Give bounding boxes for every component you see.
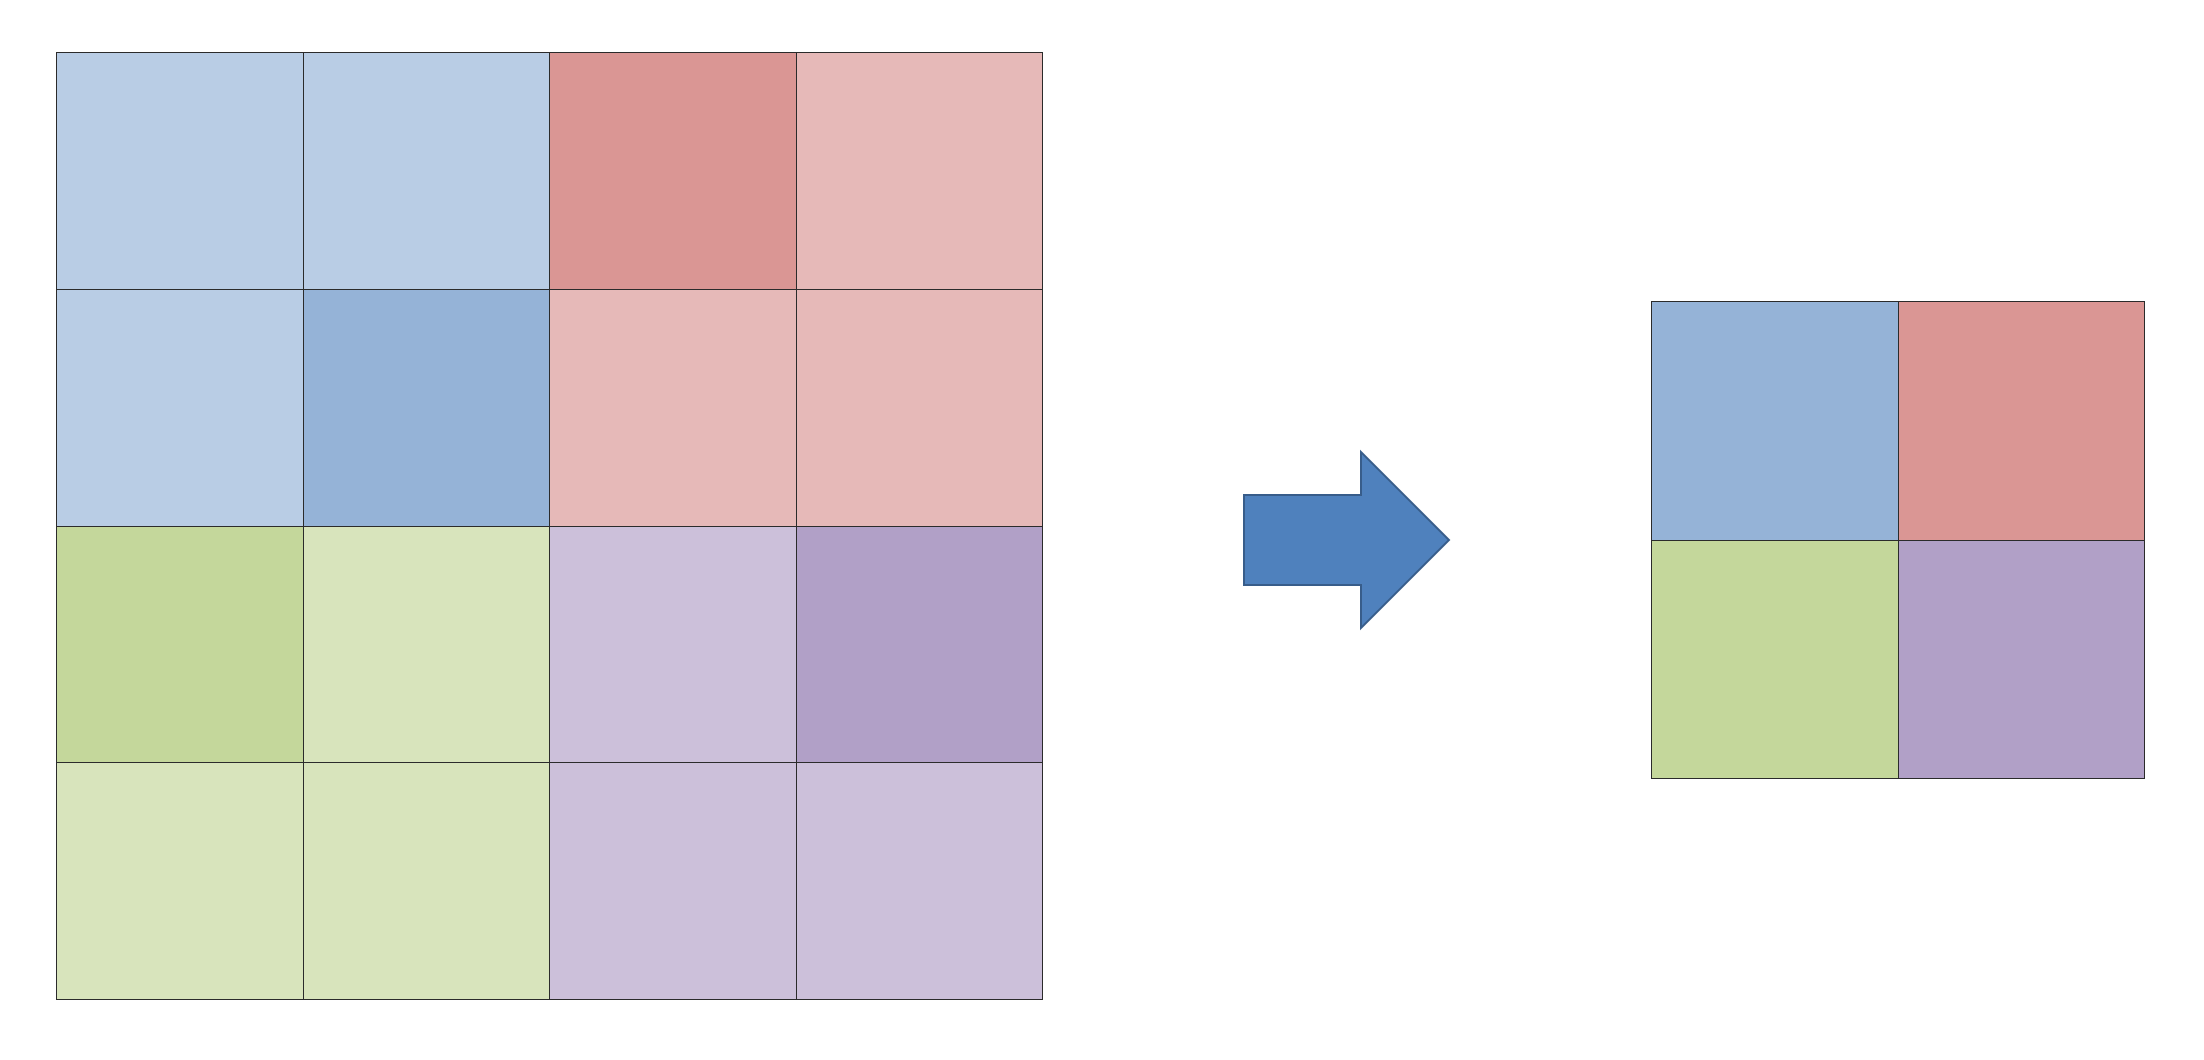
- input-cell-r2-c3: [550, 289, 797, 527]
- input-cell-r2-c1: [57, 289, 304, 527]
- input-grid-4x4: [56, 52, 1043, 1000]
- input-cell-r4-c3: [550, 763, 797, 1000]
- output-cell-r2-c1: [1652, 540, 1899, 779]
- output-cell-r2-c2: [1898, 540, 2145, 779]
- input-cell-r2-c2: [303, 289, 550, 527]
- input-cell-r1-c3: [550, 53, 797, 290]
- input-cell-r2-c4: [796, 289, 1043, 527]
- input-cell-r1-c4: [796, 53, 1043, 290]
- input-cell-r3-c3: [550, 526, 797, 764]
- input-cell-r1-c2: [303, 53, 550, 290]
- input-cell-r3-c4: [796, 526, 1043, 764]
- output-cell-r1-c1: [1652, 302, 1899, 541]
- output-grid-2x2: [1651, 301, 2145, 779]
- input-cell-r3-c1: [57, 526, 304, 764]
- right-arrow-icon: [1243, 449, 1451, 631]
- input-cell-r3-c2: [303, 526, 550, 764]
- input-cell-r4-c1: [57, 763, 304, 1000]
- input-cell-r4-c2: [303, 763, 550, 1000]
- input-cell-r1-c1: [57, 53, 304, 290]
- input-cell-r4-c4: [796, 763, 1043, 1000]
- arrow-shape: [1243, 449, 1451, 631]
- output-cell-r1-c2: [1898, 302, 2145, 541]
